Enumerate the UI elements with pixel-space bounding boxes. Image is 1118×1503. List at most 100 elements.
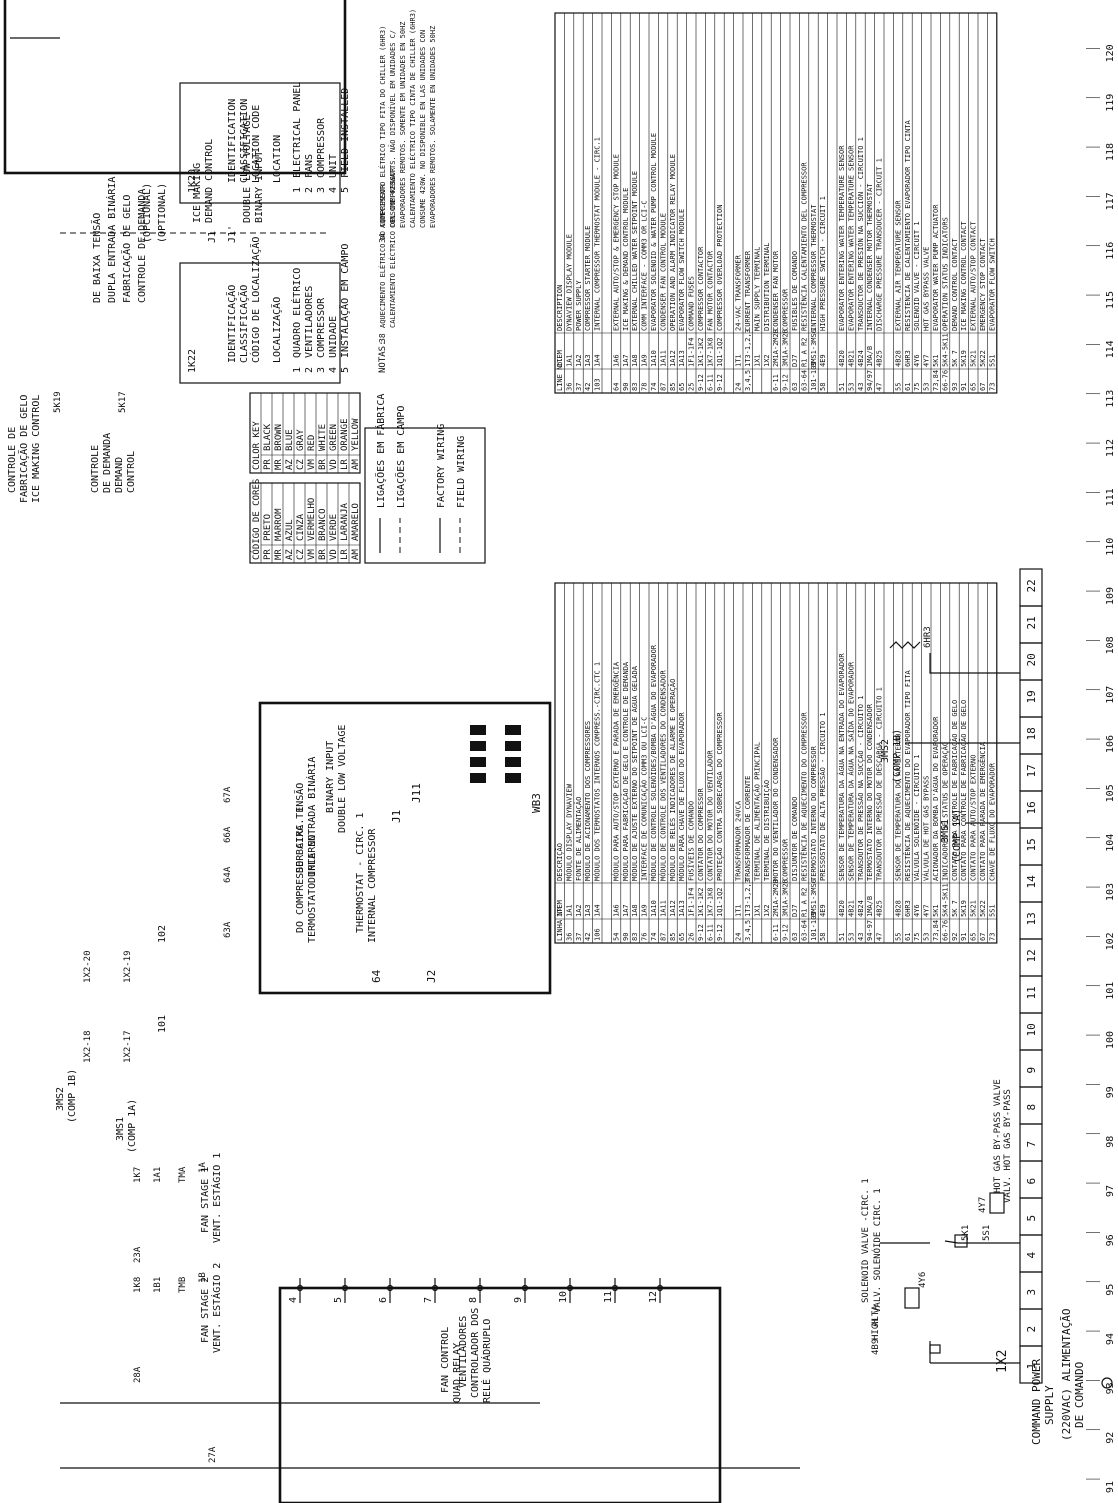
comp-cell: CHAVE DE FLUXO DO EVAPORADOR <box>988 762 996 881</box>
wire-27a: 27A <box>208 1446 218 1463</box>
comp-cell: 1A13 <box>678 350 686 367</box>
top-dup-a: DUPLA ENTRADA BINÁRIA <box>105 177 118 303</box>
color-name: GRAY <box>296 429 306 451</box>
location-name: COMPRESSOR <box>316 117 327 178</box>
comp-cell: 4B28 <box>894 350 902 367</box>
color-name: LARANJA <box>340 502 350 541</box>
top-dem-c: DEMAND <box>114 457 125 493</box>
color-name: VERMELHO <box>307 498 317 541</box>
color-code: VM <box>307 549 317 560</box>
j1-pin <box>505 725 521 735</box>
j11-pin <box>470 757 486 767</box>
comp-cell: 67 <box>979 383 987 391</box>
comp-cell: 1A2 <box>575 354 583 367</box>
quad-terminal-dot <box>656 1284 664 1292</box>
comp-cell: 5K19 <box>960 350 968 367</box>
color-name: WHITE <box>318 424 328 451</box>
fan-stage2-pt: VENT. ESTÁGIO 2 <box>210 1263 223 1353</box>
comp-cell: TRANSDUTOR DE PRESSÃO DE DESCARGA - CIRC… <box>875 687 884 881</box>
mid-binary-c: DOUBLE LOW VOLTAGE <box>337 725 348 833</box>
quad-ctrl-pt: CONTROLADOR DOS <box>470 1308 481 1398</box>
comp-cell: 36 <box>565 933 573 941</box>
comp-cell: 2M1A-2M2B <box>772 879 780 917</box>
comp-cell: OPERATION STATUS INDICATORS <box>941 217 949 331</box>
comp-cell: RESISTÊNCIA DE AQUECIMENTO DO EVAPORADOR… <box>903 669 912 881</box>
ident-en-box <box>179 82 341 204</box>
location-name: UNIT <box>328 154 339 178</box>
line-number-114: 114 <box>1105 340 1116 358</box>
comp-cell: 58 <box>819 383 827 391</box>
terminal-label-12: 12 <box>1025 949 1038 962</box>
comp-cell: 5K21 <box>970 350 978 367</box>
comp-cell: DISTRIBUTION TERMINAL <box>763 242 771 331</box>
quad-terminal-dot <box>566 1284 574 1292</box>
comp-cell: 9-12 <box>782 924 790 941</box>
top-5k19: 5K19 <box>53 391 63 413</box>
connector-1x2-label: 1X2 <box>995 1350 1010 1373</box>
top-dem-d: CONTROL <box>126 451 137 493</box>
comp-cell: 91 <box>960 383 968 391</box>
hot-gas-4y7-id: 4Y7 <box>978 1197 988 1213</box>
hp-high: HIGH <box>871 1318 881 1340</box>
comp-cell: 1Q1-1Q2 <box>716 887 724 917</box>
label-alimentacao: (220VAC) ALIMENTAÇÃO <box>1060 1309 1073 1441</box>
quad-terminal-label-4: 4 <box>288 1297 299 1303</box>
quad-terminal-label-5: 5 <box>333 1297 344 1303</box>
j11-pin <box>470 725 486 735</box>
comp-cell: 64 <box>612 383 620 391</box>
line-number-94: 94 <box>1105 1333 1116 1345</box>
comp-cell: 5K4-5K11 <box>941 883 949 917</box>
comp-1b-mid-id: 3MS2 <box>55 1087 66 1111</box>
fan-control-en: FAN CONTROL <box>440 1327 451 1393</box>
comp-cell: 47 <box>876 383 884 391</box>
comp-cell: DYNAVIEW DISPLAY MODULE <box>565 234 573 331</box>
line-number-98: 98 <box>1105 1136 1116 1148</box>
comp-cell: INTERNAL COMPRESSOR THERMOSTAT <box>810 204 818 331</box>
quad-terminal-label-7: 7 <box>423 1297 434 1303</box>
comp-cell: COMPRESSOR CONTACTOR <box>697 246 705 331</box>
j1-pin <box>505 741 521 751</box>
line-number-106: 106 <box>1105 735 1116 753</box>
color-table-title: CÓDIGO DE CORES <box>250 479 262 560</box>
comp-cell: COMPRESSOR <box>782 288 790 331</box>
comp-cell: 4B24 <box>857 350 865 367</box>
color-name: BRANCO <box>318 508 328 541</box>
quad-relay-en: QUAD RELAY <box>452 1343 463 1403</box>
line-number-102: 102 <box>1105 932 1116 950</box>
comp-cell: 9-12 <box>716 374 724 391</box>
ident-en-id: 1K20 <box>187 169 198 193</box>
comp-cell: 1T1 <box>735 904 743 917</box>
comp-cell: 25 <box>688 383 696 391</box>
comp-table-header: ITEM <box>556 900 564 917</box>
top-ice-c: ICE MAKING CONTROL <box>31 395 42 503</box>
comp-cell: 37 <box>575 933 583 941</box>
top-dem-a: CONTROLE <box>90 445 101 493</box>
line-number-105: 105 <box>1105 784 1116 802</box>
solenoid-4y6-en: SOLENOID VALVE -CIRC. 1 <box>861 1178 871 1303</box>
comp-cell: 51 <box>838 383 846 391</box>
terminal-label-1: 1 <box>1025 1363 1038 1370</box>
comp-cell: 87 <box>659 933 667 941</box>
quad-terminal-label-6: 6 <box>378 1297 389 1303</box>
fan-tmb: TMB <box>178 1277 188 1293</box>
line-number-115: 115 <box>1105 291 1116 309</box>
comp-cell: 4B25 <box>876 900 884 917</box>
comp-cell: 1A7 <box>622 904 630 917</box>
comp-cell: RESISTÊNCIA CALENTAMIENTO DEL COMPRESSOR <box>799 162 808 331</box>
ground-circle-icon <box>1101 1377 1113 1389</box>
comp-cell: 74 <box>650 933 658 941</box>
comp-cell: 1A12 <box>669 350 677 367</box>
comp-cell: 5K21 <box>970 900 978 917</box>
color-code: VM <box>307 459 317 470</box>
quad-relay-pt: RELÉ QUÁDRUPLO <box>480 1319 493 1403</box>
comp-cell: MÓDULO PARA CHAVE DE FLUXO DO EVAPORADOR <box>677 712 686 881</box>
comp-cell: CURRENT TRANSFORMER <box>744 250 752 331</box>
color-name: CINZA <box>296 513 306 541</box>
ident-en-l2: CLASSIFICATION <box>239 99 250 183</box>
comp-cell: ICE MAKING & DEMAND CONTROL MODULE <box>622 188 630 331</box>
comp-cell: 90 <box>622 383 630 391</box>
